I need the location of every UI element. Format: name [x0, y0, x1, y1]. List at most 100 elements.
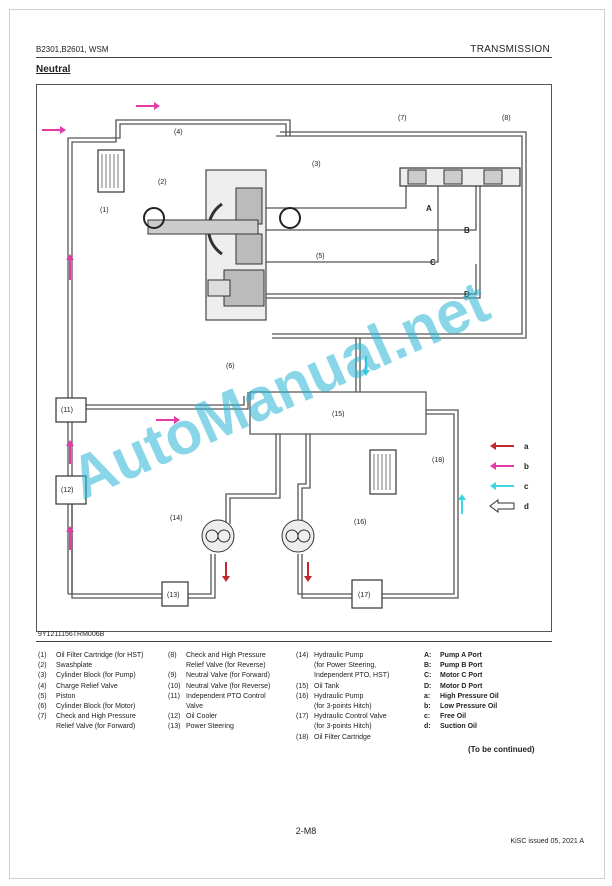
free-oil-arrow-icon [458, 494, 466, 500]
legend-item: (9)Neutral Valve (for Forward) [168, 672, 270, 680]
low-pressure-arrow-icon [66, 440, 74, 446]
legend-column-3: (14)Hydraulic Pump (for Power Steering, … [296, 651, 422, 743]
rotation-arrow-left-icon [143, 207, 165, 229]
legend-item: (13)Power Steering [168, 723, 234, 731]
callout-2: (2) [158, 179, 167, 186]
pump-cylinder-block-lower [235, 233, 263, 265]
callout-13: (13) [167, 592, 179, 599]
port-item: A:Pump A Port [424, 652, 482, 659]
free-oil-arrow-icon [362, 370, 370, 376]
diagram-frame [36, 84, 552, 632]
pto-control-valve-box [55, 397, 87, 423]
hitch-control-valve-box [351, 579, 383, 609]
model-header: B2301,B2601, WSM [36, 45, 109, 54]
page-number: 2-M8 [295, 826, 317, 836]
callout-1: (1) [100, 207, 109, 214]
low-pressure-key-icon [490, 462, 496, 470]
legend-item: (3)Cylinder Block (for Pump) [38, 672, 136, 680]
legend-item: (11)Independent PTO Control Valve [168, 692, 266, 711]
rotation-arrow-right-icon [279, 207, 301, 229]
legend-item: (4)Charge Relief Valve [38, 682, 118, 690]
filter-cartridge-18 [369, 449, 397, 495]
low-pressure-arrow-icon [60, 126, 66, 134]
legend-item: (6)Cylinder Block (for Motor) [38, 703, 136, 711]
callout-8: (8) [502, 115, 511, 122]
legend-item: (7)Check and High Pressure Relief Valve … [38, 713, 136, 731]
callout-7: (7) [398, 115, 407, 122]
legend-column-1: (1)Oil Filter Cartridge (for HST) (2)Swa… [38, 651, 166, 733]
key-arrows: a b c d [489, 442, 529, 513]
low-pressure-arrow-icon [66, 526, 74, 532]
input-shaft [147, 219, 259, 235]
key-c: c [524, 482, 529, 491]
port-legend: A:Pump A Port B:Pump B Port C:Motor C Po… [424, 651, 499, 733]
legend-column-2: (8)Check and High Pressure Relief Valve … [168, 651, 296, 733]
port-item: a:High Pressure Oil [424, 692, 499, 700]
legend-item: (12)Oil Cooler [168, 713, 218, 721]
callout-18: (18) [432, 457, 444, 464]
page-frame [9, 9, 605, 879]
continued-note: (To be continued) [468, 745, 535, 754]
callout-6: (6) [226, 363, 235, 370]
port-item: b:Low Pressure Oil [424, 703, 498, 711]
callout-14: (14) [170, 515, 182, 522]
hydraulic-pump-16 [281, 519, 315, 553]
legend-item: (2)Swashplate [38, 662, 93, 670]
caption-rule [36, 641, 552, 642]
relief-valve-block [399, 167, 521, 187]
page-title: Neutral [36, 64, 71, 75]
high-pressure-key-icon [490, 442, 496, 450]
port-item: C:Motor C Port [424, 672, 483, 680]
callout-15: (15) [332, 411, 344, 418]
callout-4: (4) [174, 129, 183, 136]
legend-item: (14)Hydraulic Pump (for Power Steering, … [296, 652, 390, 680]
callout-5: (5) [316, 253, 325, 260]
low-pressure-arrow-icon [154, 102, 160, 110]
motor-shaft [207, 279, 231, 297]
legend-item: (17)Hydraulic Control Valve (for 3-point… [296, 713, 387, 731]
high-pressure-arrow-icon [222, 576, 230, 582]
port-item: c:Free Oil [424, 713, 467, 721]
flow-arrows [42, 102, 466, 582]
suction-oil-key-icon [489, 499, 515, 513]
port-b: B [464, 226, 470, 235]
port-item: D:Motor D Port [424, 682, 483, 690]
figure-code: 9Y1211156TRM006B [38, 631, 105, 638]
key-a: a [524, 442, 529, 451]
pipe-lines [67, 119, 527, 599]
issue-footer: KiSC issued 05, 2021 A [510, 838, 584, 845]
port-c: C [430, 258, 436, 267]
hydraulic-diagram: a b c d (1) (2) (3) (4) (5) (6) (7) (8) … [42, 102, 529, 609]
port-d: D [464, 290, 470, 299]
legend-item: (1)Oil Filter Cartridge (for HST) [38, 652, 144, 659]
callout-11: (11) [61, 407, 73, 414]
section-header: TRANSMISSION [470, 44, 550, 55]
oil-cooler-box [55, 475, 87, 505]
legend-item: (16)Hydraulic Pump (for 3-points Hitch) [296, 692, 372, 711]
free-oil-key-icon [490, 482, 496, 490]
hydraulic-pump-14 [201, 519, 235, 553]
port-item: d:Suction Oil [424, 723, 477, 731]
filter-cartridge-1 [97, 149, 125, 193]
callout-12: (12) [61, 487, 73, 494]
key-b: b [524, 462, 529, 471]
high-pressure-arrow-icon [304, 576, 312, 582]
legend-item: (8)Check and High Pressure Relief Valve … [168, 652, 266, 670]
pump-cylinder-block [235, 187, 263, 225]
legend-item: (10)Neutral Valve (for Reverse) [168, 682, 271, 690]
low-pressure-arrow-icon [174, 416, 180, 424]
key-d: d [524, 502, 529, 511]
legend-item: (18)Oil Filter Cartridge [296, 733, 371, 741]
callout-3: (3) [312, 161, 321, 168]
callouts: (1) (2) (3) (4) (5) (6) (7) (8) (11) (12… [61, 115, 511, 599]
low-pressure-arrow-icon [66, 254, 74, 260]
header-rule [36, 57, 552, 58]
legend-item: (5)Piston [38, 692, 76, 700]
power-steering-box [161, 581, 189, 607]
callout-17: (17) [358, 592, 370, 599]
callout-16: (16) [354, 519, 366, 526]
hst-unit [143, 169, 301, 321]
port-a: A [426, 204, 432, 213]
legend-item: (15)Oil Tank [296, 682, 340, 690]
port-item: B:Pump B Port [424, 662, 483, 670]
